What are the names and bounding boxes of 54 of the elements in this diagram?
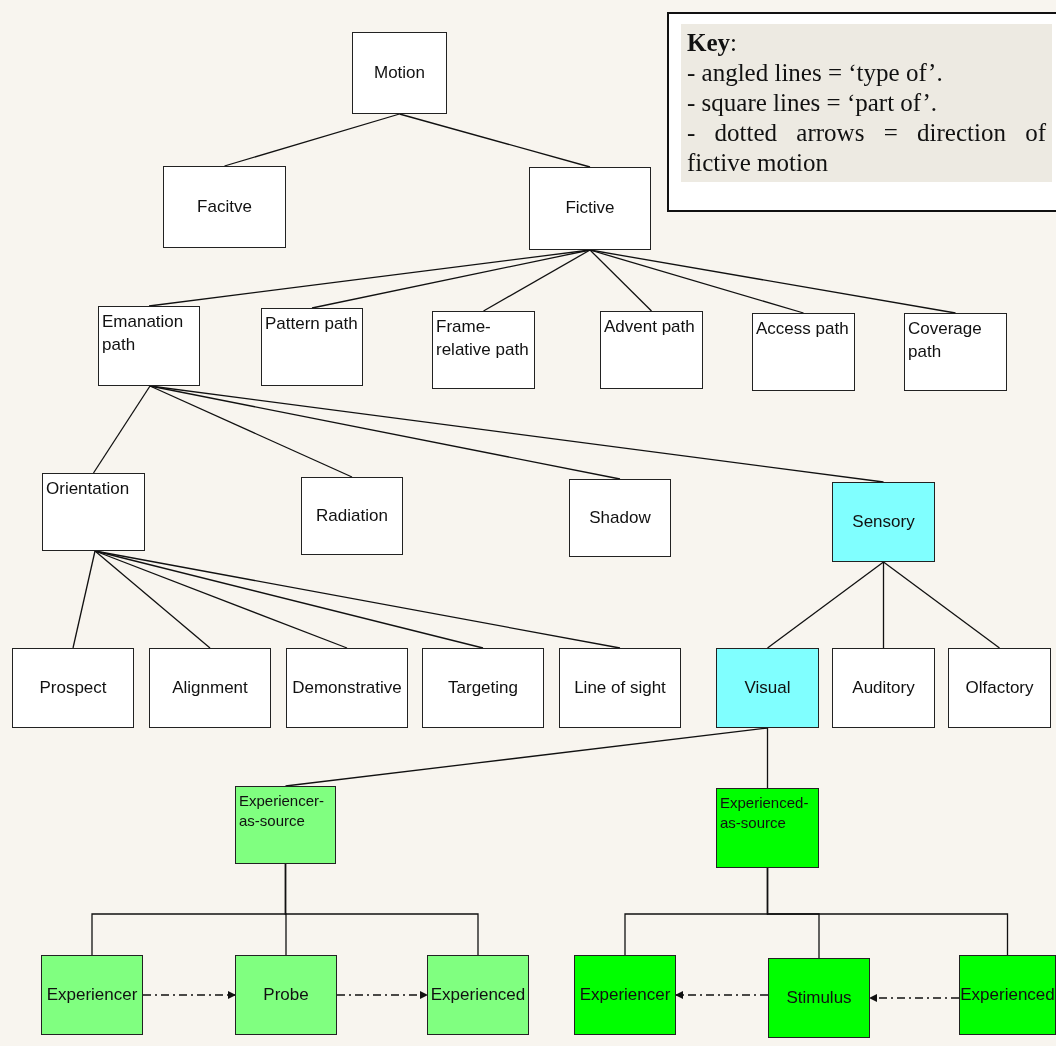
category-box: Fictive bbox=[529, 167, 651, 250]
dotted-arrow bbox=[869, 994, 960, 1002]
connector-line bbox=[398, 113, 591, 168]
connector-line bbox=[882, 561, 885, 649]
category-box: Alignment bbox=[149, 648, 271, 728]
category-box: Targeting bbox=[422, 648, 544, 728]
connector-line bbox=[766, 727, 769, 789]
connector-line bbox=[72, 550, 96, 649]
category-box: Advent path bbox=[600, 311, 703, 389]
category-box: Line of sight bbox=[559, 648, 681, 728]
connector-line bbox=[284, 863, 479, 956]
connector-line bbox=[589, 249, 653, 312]
category-box: Prospect bbox=[12, 648, 134, 728]
dotted-arrow bbox=[336, 991, 428, 999]
highlighted-category-box: Experiencer bbox=[574, 955, 676, 1035]
category-box: Facitve bbox=[163, 166, 286, 248]
category-box: Radiation bbox=[301, 477, 403, 555]
category-box: Demonstrative bbox=[286, 648, 408, 728]
highlighted-category-box: Probe bbox=[235, 955, 337, 1035]
highlighted-category-box: Experienced-as-source bbox=[716, 788, 819, 868]
highlighted-category-box: Sensory bbox=[832, 482, 935, 562]
category-box: Olfactory bbox=[948, 648, 1051, 728]
category-box: Access path bbox=[752, 313, 855, 391]
category-box: Shadow bbox=[569, 479, 671, 557]
category-box: Orientation bbox=[42, 473, 145, 551]
connector-line bbox=[882, 561, 1001, 649]
highlighted-category-box: Experienced bbox=[427, 955, 529, 1035]
connector-line bbox=[311, 249, 591, 309]
category-box: Motion bbox=[352, 32, 447, 114]
connector-line bbox=[92, 385, 151, 474]
key-entry: - angled lines = ‘type of’. bbox=[687, 58, 944, 88]
highlighted-category-box: Experiencer bbox=[41, 955, 143, 1035]
connector-line bbox=[223, 113, 401, 167]
connector-line bbox=[766, 867, 1009, 956]
dotted-arrow bbox=[675, 991, 769, 999]
connector-line bbox=[589, 249, 957, 314]
connector-line bbox=[149, 385, 353, 478]
key-entry: - dotted arrows = direction of fictive motion bbox=[687, 118, 1046, 178]
connector-line bbox=[94, 550, 348, 649]
category-box: Pattern path bbox=[261, 308, 363, 386]
category-box: Auditory bbox=[832, 648, 935, 728]
connector-line bbox=[94, 550, 211, 649]
category-box: Emanation path bbox=[98, 306, 200, 386]
highlighted-category-box: Experienced bbox=[959, 955, 1056, 1035]
connector-line bbox=[482, 249, 591, 312]
category-box: Coverage path bbox=[904, 313, 1007, 391]
highlighted-category-box: Visual bbox=[716, 648, 819, 728]
key-entry: - square lines = ‘part of’. bbox=[687, 88, 939, 118]
dotted-arrow bbox=[142, 991, 236, 999]
category-box: Frame-relative path bbox=[432, 311, 535, 389]
highlighted-category-box: Experiencer-as-source bbox=[235, 786, 336, 864]
connector-line bbox=[766, 561, 885, 649]
highlighted-category-box: Stimulus bbox=[768, 958, 870, 1038]
key-heading: Key: bbox=[687, 28, 738, 58]
